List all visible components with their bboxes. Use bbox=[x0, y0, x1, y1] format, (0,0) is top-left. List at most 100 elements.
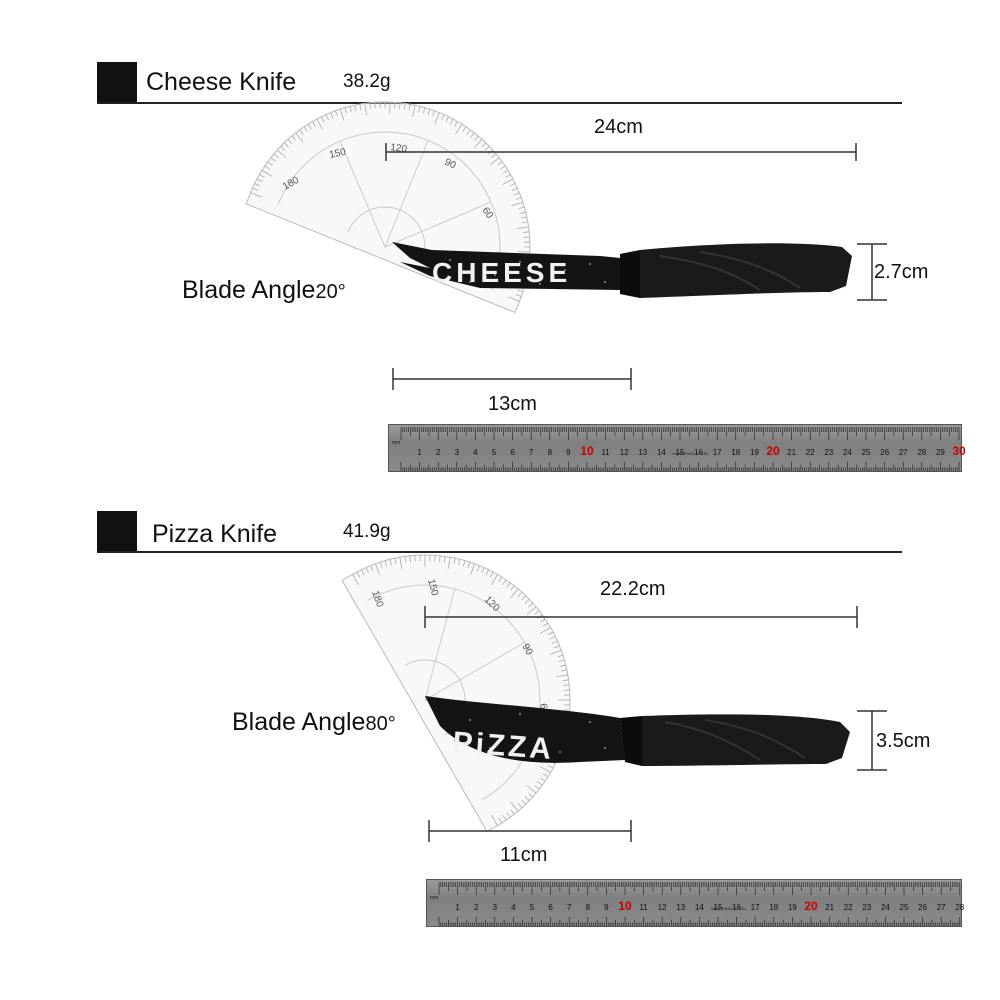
ruler-unit-label: mm bbox=[392, 440, 400, 446]
ruler-tick-label: 18 bbox=[731, 448, 740, 457]
ruler-tick-label: 9 bbox=[604, 903, 609, 912]
ruler-tick-label: 6 bbox=[548, 903, 553, 912]
ruler-tick-label: 26 bbox=[918, 903, 927, 912]
ruler-tick-label: 14 bbox=[695, 903, 704, 912]
ruler-tick-label: 17 bbox=[713, 448, 722, 457]
ruler-tick-label: 28 bbox=[917, 448, 926, 457]
ruler-tick-label: 21 bbox=[787, 448, 796, 457]
length-dimension-line bbox=[424, 606, 858, 628]
ruler-tick-label: 8 bbox=[548, 448, 553, 457]
total-length-label: 22.2cm bbox=[600, 578, 666, 600]
cheese-knife bbox=[392, 242, 852, 298]
ruler-tick-label: 26 bbox=[880, 448, 889, 457]
ruler-tick-label: 30 bbox=[952, 444, 966, 458]
ruler-tick-label: 20 bbox=[804, 899, 818, 913]
blade-angle-label: Blade Angle bbox=[232, 708, 366, 736]
ruler-tick-label: 27 bbox=[937, 903, 946, 912]
ruler-unit-label: mm bbox=[430, 895, 438, 901]
section-marker bbox=[97, 62, 137, 102]
blade-dimension-line bbox=[428, 820, 632, 842]
weight-label: 38.2g bbox=[343, 71, 391, 92]
ruler-tick-label: 15 bbox=[714, 903, 723, 912]
ruler-tick-label: 6 bbox=[510, 448, 515, 457]
ruler-tick-label: 3 bbox=[455, 448, 460, 457]
blade-angle-value: 20° bbox=[315, 281, 346, 303]
ruler-tick-label: 3 bbox=[493, 903, 498, 912]
height-dimension-line bbox=[857, 710, 887, 771]
ruler-tick-label: 2 bbox=[436, 448, 441, 457]
weight-label: 41.9g bbox=[343, 521, 391, 542]
total-length-label: 24cm bbox=[594, 116, 643, 138]
ruler-tick-label: 5 bbox=[492, 448, 497, 457]
blade-angle-value: 80° bbox=[365, 713, 396, 735]
ruler-tick-label: 9 bbox=[566, 448, 571, 457]
protractor-label: 90 bbox=[443, 157, 458, 172]
ruler-tick-label: 1 bbox=[417, 448, 422, 457]
pizza-knife bbox=[425, 696, 850, 766]
ruler-tick-label: 12 bbox=[620, 448, 629, 457]
blade-angle-label: Blade Angle bbox=[182, 276, 316, 304]
ruler-tick-label: 16 bbox=[732, 903, 741, 912]
ruler-tick-label: 20 bbox=[766, 444, 780, 458]
ruler-tick-label: 19 bbox=[750, 448, 759, 457]
ruler-tick-label: 11 bbox=[639, 903, 648, 912]
ruler-tick-label: 7 bbox=[567, 903, 572, 912]
length-dimension-line bbox=[385, 143, 857, 161]
ruler-tick-label: 15 bbox=[676, 448, 685, 457]
ruler-tick-label: 23 bbox=[824, 448, 833, 457]
ruler-tick-label: 17 bbox=[751, 903, 760, 912]
ruler-tick-label: 29 bbox=[936, 448, 945, 457]
ruler-tick-label: 1 bbox=[455, 903, 460, 912]
ruler-tick-label: 27 bbox=[899, 448, 908, 457]
blade-text: CHEESE bbox=[432, 257, 571, 288]
height-dimension-line bbox=[857, 243, 887, 301]
section-title: Cheese Knife bbox=[146, 68, 297, 96]
handle-height-label: 2.7cm bbox=[874, 261, 929, 283]
blade-angle: Blade Angle20° bbox=[182, 276, 346, 305]
ruler-tick-label: 7 bbox=[529, 448, 534, 457]
protractor-label: 150 bbox=[425, 578, 440, 597]
blade-length-label: 13cm bbox=[488, 393, 537, 415]
ruler-tick-label: 25 bbox=[862, 448, 871, 457]
section-marker bbox=[97, 511, 137, 551]
section-divider bbox=[97, 102, 902, 104]
ruler-tick-label: 18 bbox=[769, 903, 778, 912]
ruler-brand-label: HARDENED STEEL bbox=[711, 906, 748, 911]
ruler-brand-label: HARDENED STEEL bbox=[673, 451, 710, 456]
section-title: Pizza Knife bbox=[152, 520, 278, 548]
ruler-tick-label: 8 bbox=[586, 903, 591, 912]
ruler-tick-label: 24 bbox=[843, 448, 852, 457]
handle-height-label: 3.5cm bbox=[876, 730, 931, 752]
ruler-tick-label: 24 bbox=[881, 903, 890, 912]
ruler-tick-label: 16 bbox=[694, 448, 703, 457]
ruler-tick-label: 28 bbox=[955, 903, 964, 912]
protractor-label: 90 bbox=[519, 642, 534, 658]
ruler-tick-label: 5 bbox=[530, 903, 535, 912]
section-divider bbox=[97, 551, 902, 553]
blade-dimension-line bbox=[392, 368, 632, 390]
ruler-tick-label: 19 bbox=[788, 903, 797, 912]
protractor bbox=[341, 554, 571, 833]
blade-angle: Blade Angle80° bbox=[232, 708, 396, 737]
ruler-tick-label: 12 bbox=[658, 903, 667, 912]
ruler-tick-label: 4 bbox=[511, 903, 516, 912]
ruler-tick-label: 4 bbox=[473, 448, 478, 457]
ruler-tick-label: 13 bbox=[638, 448, 647, 457]
ruler-tick-label: 10 bbox=[618, 899, 632, 913]
ruler-tick-label: 25 bbox=[900, 903, 909, 912]
ruler-tick-label: 23 bbox=[862, 903, 871, 912]
ruler-tick-label: 13 bbox=[676, 903, 685, 912]
ruler-tick-label: 22 bbox=[806, 448, 815, 457]
ruler-tick-label: 11 bbox=[601, 448, 610, 457]
blade-length-label: 11cm bbox=[500, 844, 548, 866]
ruler-tick-label: 21 bbox=[825, 903, 834, 912]
ruler-tick-label: 2 bbox=[474, 903, 479, 912]
ruler-tick-label: 22 bbox=[844, 903, 853, 912]
ruler-tick-label: 14 bbox=[657, 448, 666, 457]
